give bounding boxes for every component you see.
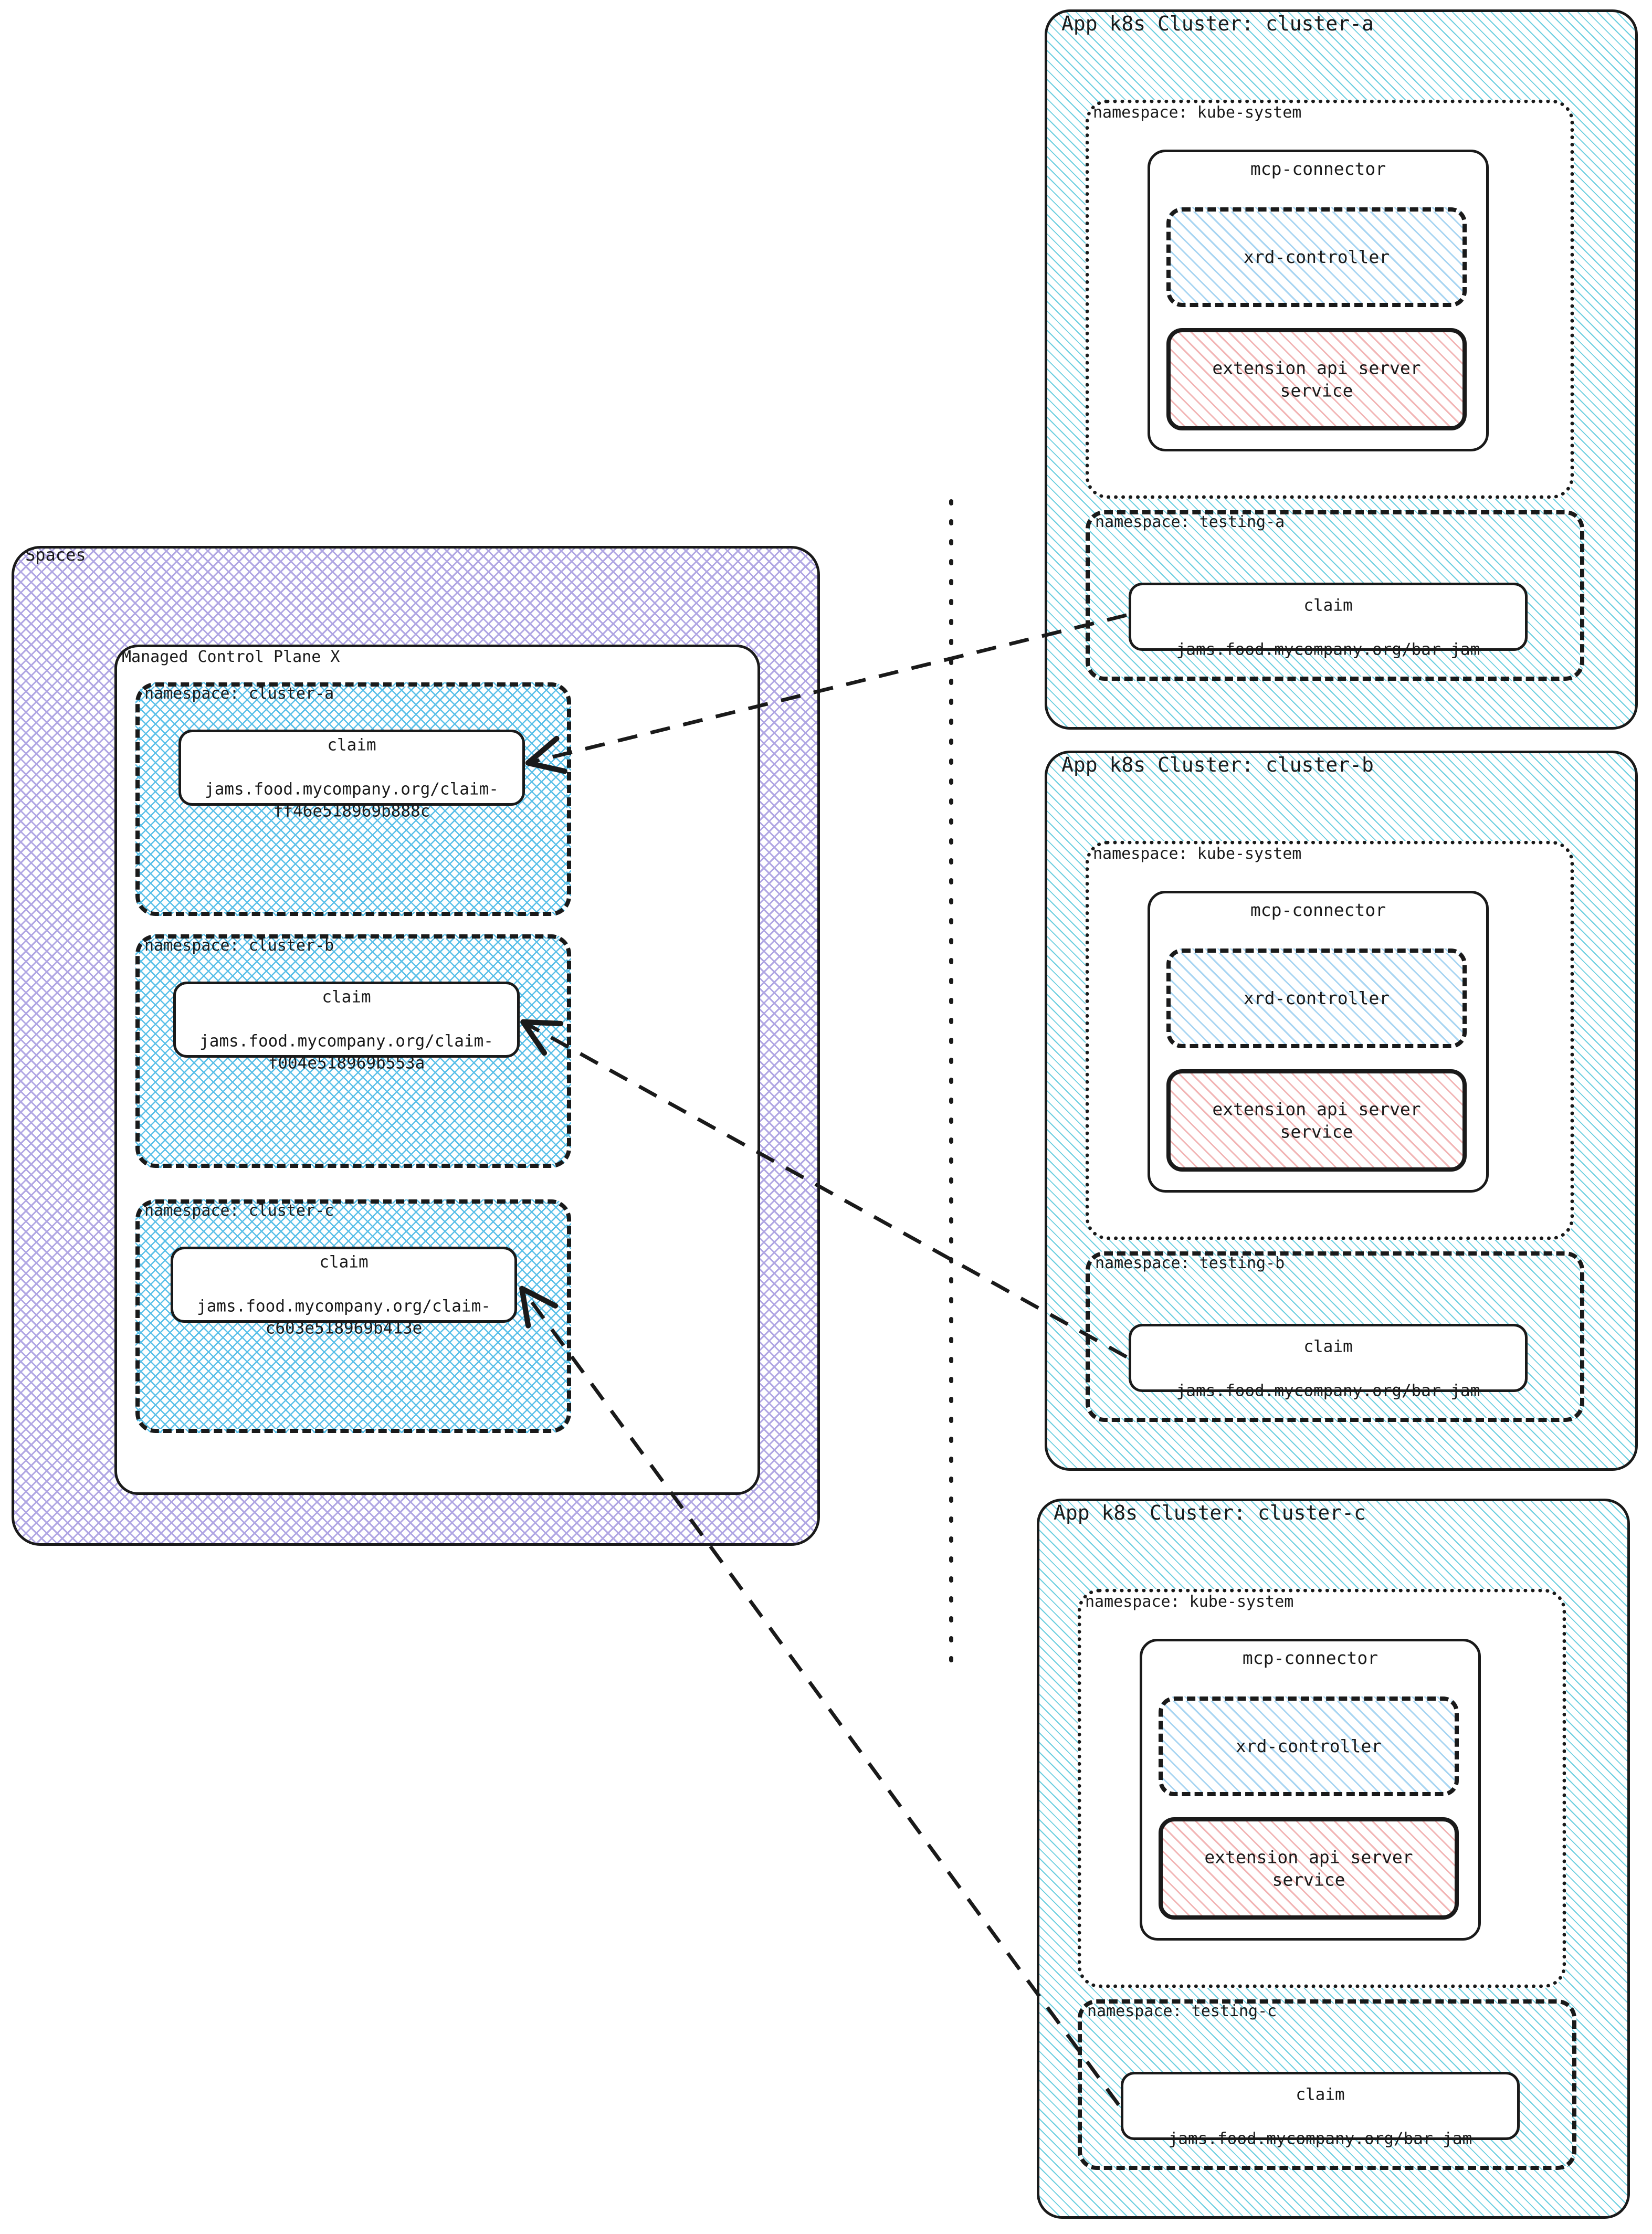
cluster-b-testing-claim-text: claim jams.food.mycompany.org/bar-jam (1131, 1314, 1525, 1401)
cluster-c-testing-claim-ref: jams.food.mycompany.org/bar-jam (1168, 2128, 1472, 2148)
mcp-claim-cluster-a-kind: claim (327, 735, 376, 755)
cluster-c-xrd-controller[interactable]: xrd-controller (1159, 1696, 1459, 1796)
mcp-claim-cluster-a-kind-line: claim jams.food.mycompany.org/claim- ff4… (181, 713, 522, 823)
mcp-claim-cluster-c-ref: jams.food.mycompany.org/claim- c603e5189… (197, 1297, 491, 1338)
cluster-a-testing-claim-text: claim jams.food.mycompany.org/bar-jam (1131, 573, 1525, 660)
cluster-a-kube-system-label: namespace: kube-system (1093, 103, 1302, 122)
spaces-title: Spaces (25, 545, 86, 565)
cluster-b-kube-system-label: namespace: kube-system (1093, 845, 1302, 863)
cluster-a-testing-claim[interactable]: claim jams.food.mycompany.org/bar-jam (1129, 583, 1528, 659)
mcp-claim-cluster-c[interactable]: claim jams.food.mycompany.org/claim- c60… (171, 1247, 517, 1337)
cluster-c-testing-claim-text: claim jams.food.mycompany.org/bar-jam (1123, 2062, 1517, 2149)
cluster-a-testing-claim-kind: claim (1303, 596, 1353, 615)
cluster-b-testing-claim-ref: jams.food.mycompany.org/bar-jam (1176, 1381, 1480, 1400)
mcp-claim-cluster-c-kind: claim (319, 1252, 369, 1272)
cluster-a-testing-namespace-label: namespace: testing-a (1095, 513, 1285, 531)
mcp-claim-cluster-a[interactable]: claim jams.food.mycompany.org/claim- ff4… (178, 730, 525, 820)
cluster-c-extension-api-server-service[interactable]: extension api server service (1159, 1817, 1459, 1920)
cluster-b-extension-api-server-service[interactable]: extension api server service (1166, 1069, 1467, 1172)
mcp-claim-cluster-b-ref: jams.food.mycompany.org/claim- f004e5189… (199, 1031, 493, 1073)
cluster-c-kube-system-label: namespace: kube-system (1085, 1593, 1294, 1611)
cluster-a-xrd-controller[interactable]: xrd-controller (1166, 207, 1467, 307)
managed-control-plane-title: Managed Control Plane X (122, 648, 340, 666)
cluster-b-testing-namespace-label: namespace: testing-b (1095, 1254, 1285, 1272)
cluster-a-mcp-connector-title: mcp-connector (1250, 159, 1386, 179)
mcp-claim-cluster-b-kind-line: claim jams.food.mycompany.org/claim- f00… (176, 965, 517, 1074)
mcp-claim-cluster-c-kind-line: claim jams.food.mycompany.org/claim- c60… (173, 1230, 514, 1340)
mcp-namespace-cluster-b-label: namespace: cluster-b (144, 936, 334, 955)
cluster-c-testing-claim-kind: claim (1296, 2085, 1345, 2104)
cluster-c-xrd-controller-label: xrd-controller (1235, 1736, 1382, 1757)
cluster-b-title: App k8s Cluster: cluster-b (1061, 753, 1374, 776)
cluster-c-title: App k8s Cluster: cluster-c (1054, 1501, 1366, 1524)
mcp-claim-cluster-b-kind: claim (322, 987, 371, 1007)
cluster-b-xrd-controller-label: xrd-controller (1243, 988, 1390, 1009)
mcp-claim-cluster-a-ref: jams.food.mycompany.org/claim- ff46e5189… (205, 779, 499, 821)
cluster-b-xrd-controller[interactable]: xrd-controller (1166, 949, 1467, 1048)
cluster-c-testing-claim[interactable]: claim jams.food.mycompany.org/bar-jam (1121, 2072, 1520, 2148)
cluster-a-title: App k8s Cluster: cluster-a (1061, 12, 1374, 35)
cluster-a-testing-claim-ref: jams.food.mycompany.org/bar-jam (1176, 639, 1480, 659)
mcp-claim-cluster-b[interactable]: claim jams.food.mycompany.org/claim- f00… (173, 982, 520, 1072)
cluster-b-testing-claim[interactable]: claim jams.food.mycompany.org/bar-jam (1129, 1324, 1528, 1400)
mcp-namespace-cluster-c-label: namespace: cluster-c (144, 1202, 334, 1220)
cluster-c-mcp-connector-title: mcp-connector (1242, 1648, 1379, 1668)
cluster-a-xrd-controller-label: xrd-controller (1243, 247, 1390, 268)
cluster-b-testing-claim-kind: claim (1303, 1337, 1353, 1356)
cluster-c-extension-api-label: extension api server service (1204, 1846, 1413, 1890)
cluster-a-extension-api-server-service[interactable]: extension api server service (1166, 328, 1467, 430)
cluster-b-mcp-connector-title: mcp-connector (1250, 900, 1386, 920)
cluster-a-extension-api-label: extension api server service (1212, 357, 1421, 401)
mcp-namespace-cluster-a-label: namespace: cluster-a (144, 684, 334, 703)
cluster-b-extension-api-label: extension api server service (1212, 1098, 1421, 1142)
cluster-c-testing-namespace-label: namespace: testing-c (1087, 2002, 1277, 2020)
